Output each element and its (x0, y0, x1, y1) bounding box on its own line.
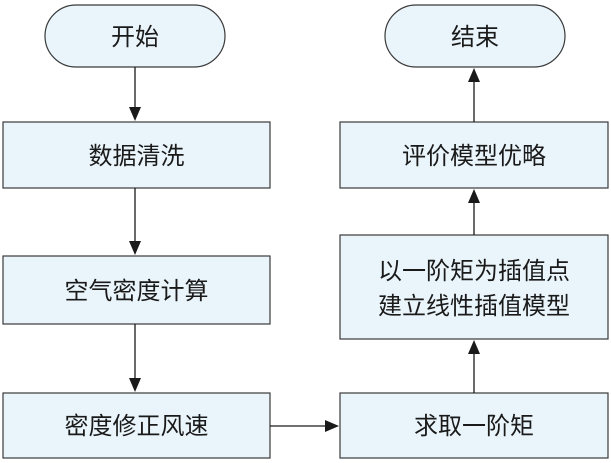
model-evaluation-node: 评价模型优略 (339, 121, 609, 189)
density-correction-node: 密度修正风速 (2, 392, 271, 459)
arrow-model-evaluation-to-end (468, 68, 480, 122)
air-density-node: 空气密度计算 (2, 255, 271, 325)
arrow-data-cleaning-to-air-density (129, 188, 141, 255)
end-node: 结束 (384, 4, 566, 68)
data-cleaning-label: 数据清洗 (89, 142, 185, 170)
interp-model-node: 以一阶矩为插值点 建立线性插值模型 (339, 234, 609, 340)
arrow-interp-model-to-model-evaluation (468, 189, 480, 235)
arrow-density-correction-to-first-order-moment (270, 420, 339, 432)
air-density-label: 空气密度计算 (65, 277, 209, 305)
arrow-first-order-moment-to-interp-model (468, 340, 480, 393)
model-evaluation-label: 评价模型优略 (402, 142, 546, 170)
start-label: 开始 (111, 23, 159, 51)
first-order-moment-label: 求取一阶矩 (414, 412, 534, 440)
density-correction-label: 密度修正风速 (65, 412, 209, 440)
start-node: 开始 (44, 4, 226, 68)
first-order-moment-node: 求取一阶矩 (339, 392, 609, 459)
arrow-start-to-data-cleaning (129, 67, 141, 121)
interp-model-label-line1: 以一阶矩为插值点 (378, 257, 570, 285)
interp-model-label-line2: 建立线性插值模型 (378, 292, 570, 320)
data-cleaning-node: 数据清洗 (2, 121, 271, 189)
arrow-air-density-to-density-correction (129, 324, 141, 392)
end-label: 结束 (451, 23, 499, 51)
